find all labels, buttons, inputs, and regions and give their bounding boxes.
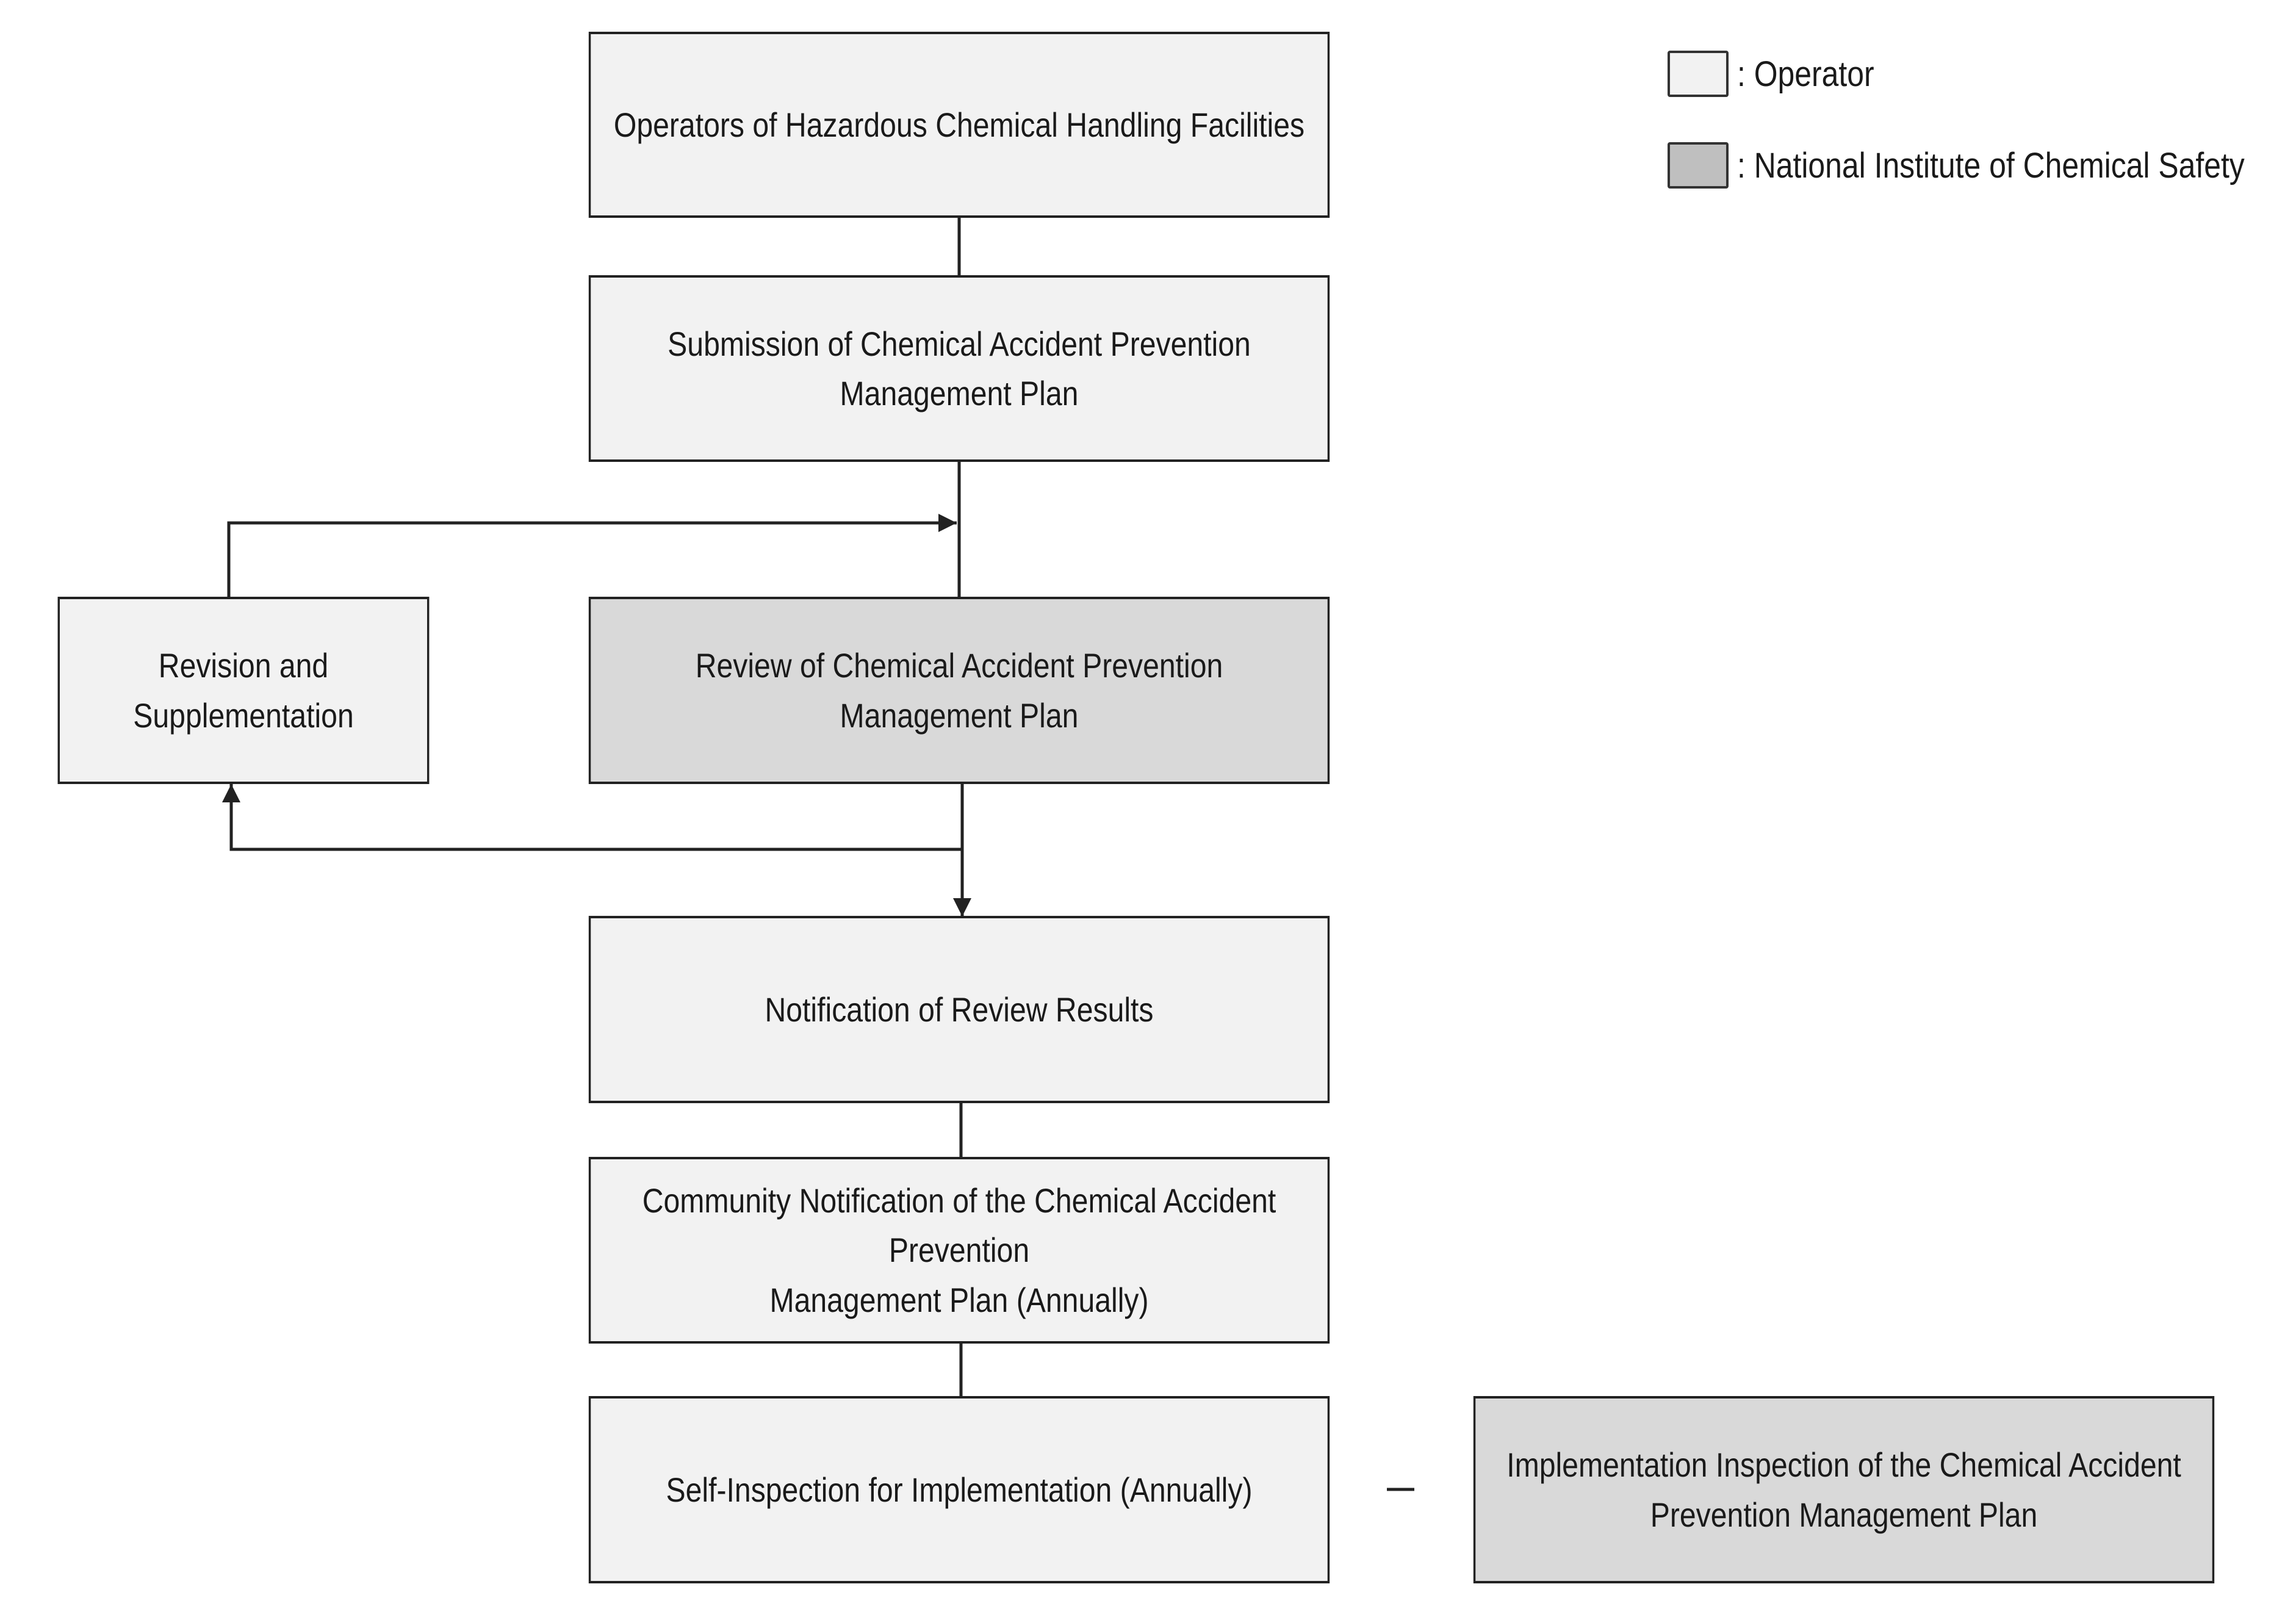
legend-operator-label: : Operator xyxy=(1737,54,1874,94)
box-notification-line-1: Notification of Review Results xyxy=(765,990,1154,1029)
box-submission: Submission of Chemical Accident Preventi… xyxy=(588,275,1330,462)
legend-institute: : National Institute of Chemical Safety xyxy=(1668,142,2296,189)
connector-revision-return xyxy=(227,514,957,598)
box-implementation-line-1: Implementation Inspection of the Chemica… xyxy=(1506,1445,2181,1485)
box-revision-line-2: Supplementation xyxy=(133,696,354,735)
box-community-line-1: Community Notification of the Chemical A… xyxy=(642,1181,1276,1270)
box-revision: Revision and Supplementation xyxy=(57,597,430,784)
box-submission-line-1: Submission of Chemical Accident Preventi… xyxy=(668,324,1251,412)
box-community: Community Notification of the Chemical A… xyxy=(588,1157,1330,1344)
box-self-inspection-line-1: Self-Inspection for Implementation (Annu… xyxy=(666,1470,1253,1509)
box-community-line-2: Management Plan (Annually) xyxy=(769,1280,1149,1319)
connector-review-revision xyxy=(222,784,962,851)
box-review: Review of Chemical Accident Prevention M… xyxy=(588,597,1330,784)
box-operators: Operators of Hazardous Chemical Handling… xyxy=(588,32,1330,218)
box-review-line-1: Review of Chemical Accident Prevention M… xyxy=(695,646,1223,735)
box-implementation-line-2: Prevention Management Plan xyxy=(1650,1495,2038,1534)
legend-operator-swatch xyxy=(1668,51,1729,97)
box-implementation-inspection: Implementation Inspection of the Chemica… xyxy=(1473,1396,2215,1583)
box-revision-line-1: Revision and xyxy=(158,646,329,685)
box-self-inspection: Self-Inspection for Implementation (Annu… xyxy=(588,1396,1330,1583)
box-operators-line-1: Operators of Hazardous Chemical Handling… xyxy=(613,105,1305,144)
legend-operator: : Operator xyxy=(1668,51,1896,97)
box-notification: Notification of Review Results xyxy=(588,916,1330,1103)
legend-institute-swatch xyxy=(1668,142,1729,189)
legend-institute-label: : National Institute of Chemical Safety xyxy=(1737,145,2245,185)
